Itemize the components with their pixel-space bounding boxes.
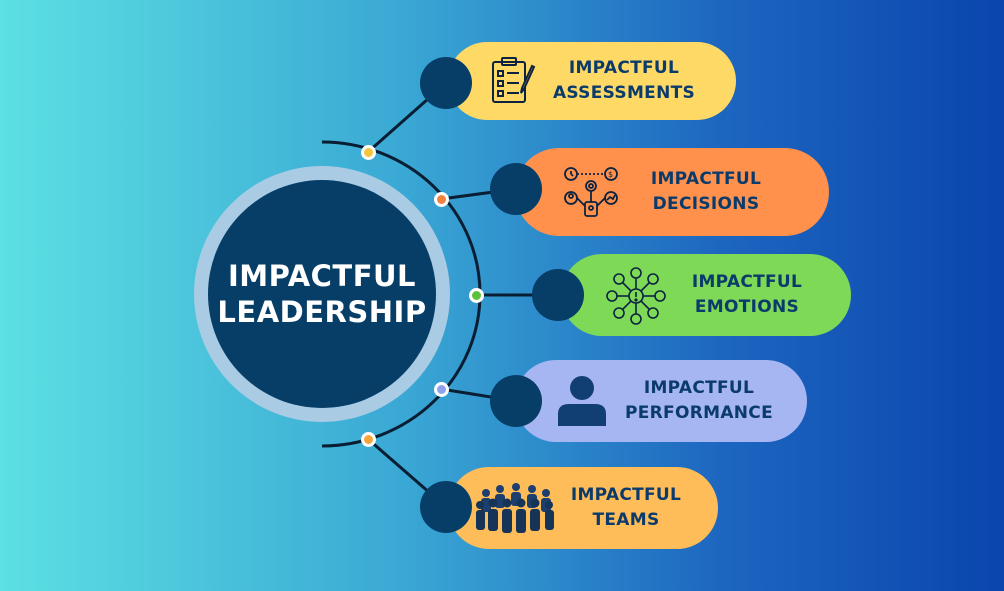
item-performance-line2: PERFORMANCE [624, 403, 773, 423]
item-decisions-line1: IMPACTFUL [650, 169, 762, 189]
item-performance-line1: IMPACTFUL [643, 378, 755, 398]
item-decisions-line2: DECISIONS [652, 194, 760, 214]
center-hub: IMPACTFUL LEADERSHIP [208, 180, 436, 408]
arc-dot-decisions [434, 192, 449, 207]
center-hub-ring: IMPACTFUL LEADERSHIP [194, 166, 450, 422]
item-teams-label: IMPACTFUL TEAMS [560, 467, 692, 549]
node-decisions [490, 163, 542, 215]
item-assessments: IMPACTFUL ASSESSMENTS [448, 42, 736, 120]
team-group-icon [476, 481, 556, 537]
node-performance [490, 375, 542, 427]
arc-dot-assessments [361, 145, 376, 160]
node-teams [420, 481, 472, 533]
item-decisions-label: IMPACTFUL DECISIONS [631, 148, 781, 236]
item-performance: IMPACTFUL PERFORMANCE [515, 360, 807, 442]
item-assessments-line2: ASSESSMENTS [552, 83, 696, 103]
node-assessments [420, 57, 472, 109]
arc-dot-teams [361, 432, 376, 447]
decision-network-icon: $ [563, 166, 619, 218]
arc-dot-emotions [469, 288, 484, 303]
node-emotions [532, 269, 584, 321]
item-emotions-line2: EMOTIONS [694, 297, 800, 317]
clipboard-checklist-icon [488, 55, 540, 107]
center-title-line1: IMPACTFUL [227, 259, 417, 293]
svg-text:$: $ [608, 170, 613, 179]
item-emotions-line1: IMPACTFUL [691, 272, 803, 292]
item-decisions: $ IMPACTFUL DECISIONS [515, 148, 829, 236]
item-emotions-label: IMPACTFUL EMOTIONS [673, 254, 821, 336]
person-icon [555, 374, 609, 428]
item-teams-line1: IMPACTFUL [570, 485, 682, 505]
emotions-faces-icon [605, 266, 667, 326]
center-title-line2: LEADERSHIP [217, 295, 427, 329]
item-teams-line2: TEAMS [592, 510, 660, 530]
arc-dot-performance [434, 382, 449, 397]
item-assessments-line1: IMPACTFUL [568, 58, 680, 78]
item-assessments-label: IMPACTFUL ASSESSMENTS [544, 42, 704, 120]
item-emotions: IMPACTFUL EMOTIONS [561, 254, 851, 336]
item-teams: IMPACTFUL TEAMS [448, 467, 718, 549]
item-performance-label: IMPACTFUL PERFORMANCE [617, 360, 781, 442]
